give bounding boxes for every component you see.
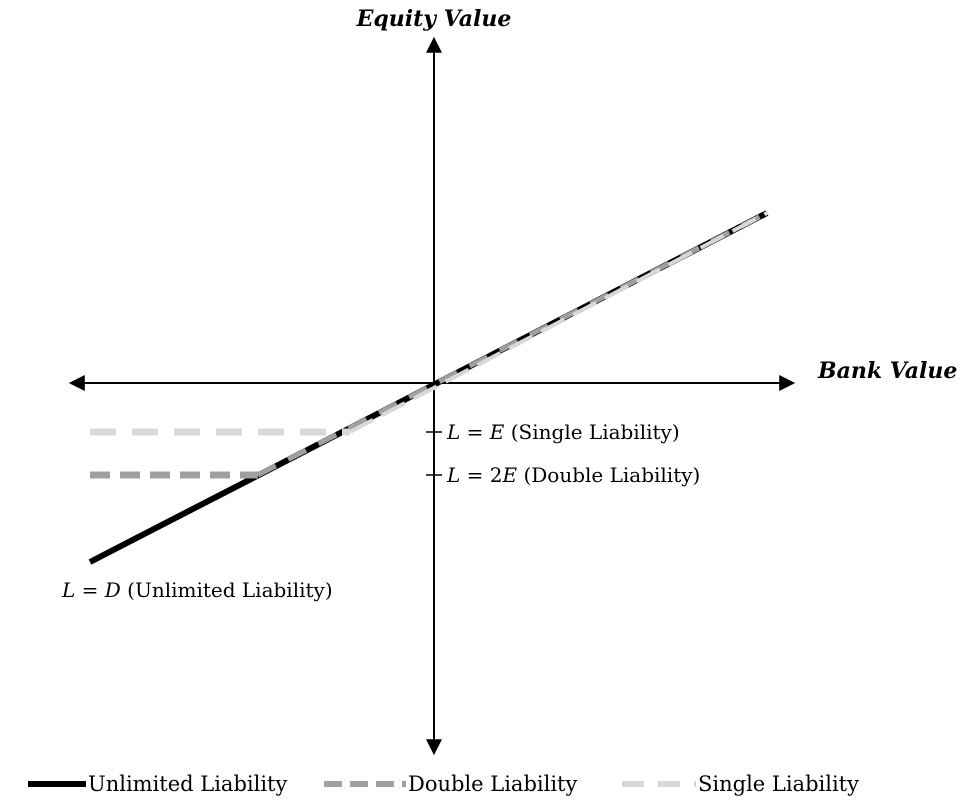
unlimited-liability-label: L = D (Unlimited Liability): [61, 578, 333, 602]
legend-label-single: Single Liability: [698, 772, 859, 796]
y-axis-title: Equity Value: [356, 6, 512, 32]
legend: Unlimited Liability Double Liability Sin…: [28, 772, 859, 796]
legend-label-double: Double Liability: [408, 772, 577, 796]
single-liability-label: L = E (Single Liability): [446, 420, 680, 444]
legend-label-unlimited: Unlimited Liability: [88, 772, 287, 796]
single-liability-slope: [349, 211, 768, 434]
x-axis-title: Bank Value: [817, 358, 957, 384]
double-liability-label: L = 2E (Double Liability): [446, 463, 700, 487]
